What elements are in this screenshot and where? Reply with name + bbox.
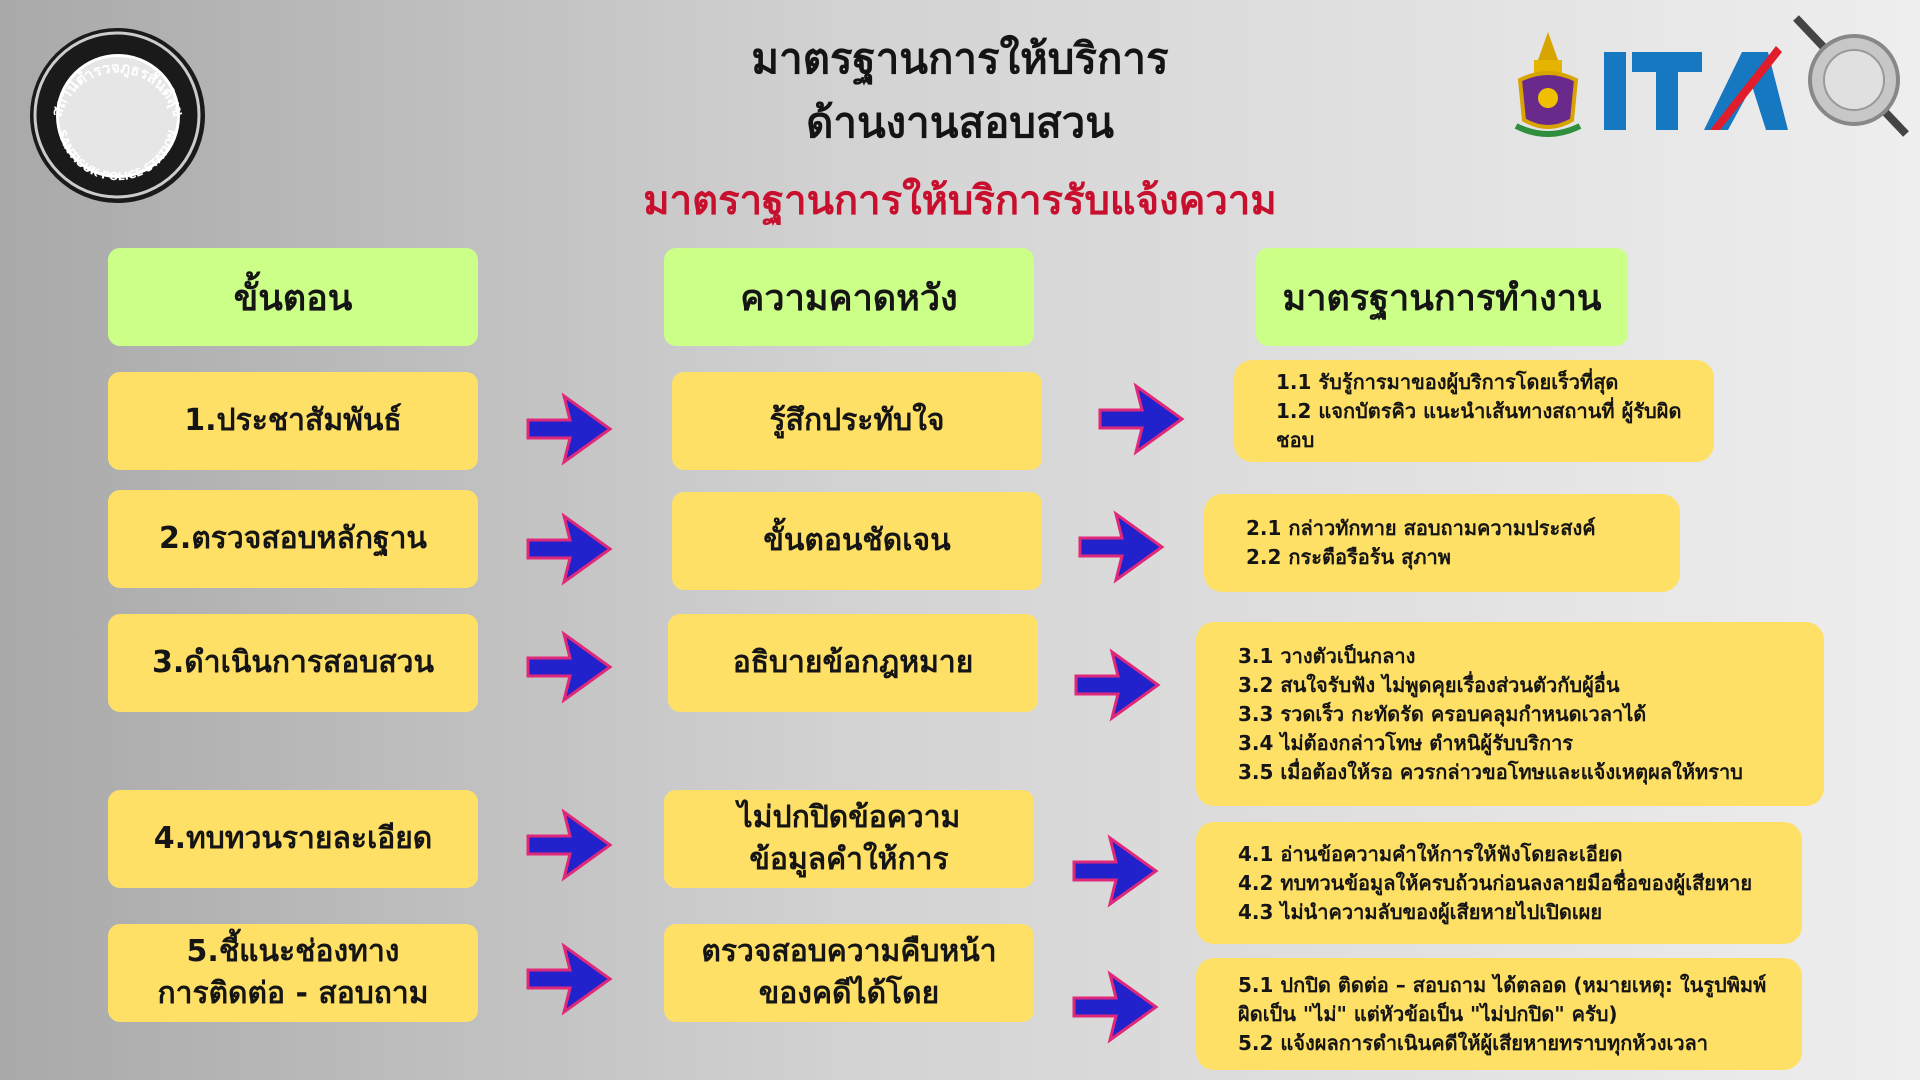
expectation-line: ไม่ปกปิดข้อความ [737, 800, 961, 835]
standard-box-5: 5.1 ปกปิด ติดต่อ – สอบถาม ได้ตลอด (หมายเ… [1196, 958, 1802, 1070]
standard-line: 1.2 แจกบัตรคิว แนะนำเส้นทางสถานที่ ผู้รั… [1276, 398, 1682, 452]
standard-box-4: 4.1 อ่านข้อความคำให้การให้ฟังโดยละเอียด … [1196, 822, 1802, 944]
arrow-right-icon [1072, 834, 1159, 908]
standard-line: 3.3 รวดเร็ว กะทัดรัด ครอบคลุมกำหนดเวลาได… [1238, 701, 1647, 726]
header-step: ขั้นตอน [108, 248, 478, 346]
arrow-right-icon [1074, 648, 1161, 722]
standard-box-3: 3.1 วางตัวเป็นกลาง 3.2 สนใจรับฟัง ไม่พูด… [1196, 622, 1824, 806]
standard-line: 2.1 กล่าวทักทาย สอบถามความประสงค์ [1246, 516, 1596, 540]
header-expectation: ความคาดหวัง [664, 248, 1034, 346]
step-line: 2.ตรวจสอบหลักฐาน [159, 521, 427, 556]
standard-line: 3.2 สนใจรับฟัง ไม่พูดคุยเรื่องส่วนตัวกับ… [1238, 672, 1620, 697]
expectation-line: รู้สึกประทับใจ [769, 403, 945, 438]
step-box-4: 4.ทบทวนรายละเอียด [108, 790, 478, 888]
expectation-box-5: ตรวจสอบความคืบหน้า ของคดีได้โดย [664, 924, 1034, 1022]
expectation-line: ขั้นตอนชัดเจน [763, 523, 951, 558]
standard-line: 5.1 ปกปิด ติดต่อ – สอบถาม ได้ตลอด (หมายเ… [1238, 972, 1767, 997]
expectation-line: อธิบายข้อกฎหมาย [732, 645, 974, 680]
expectation-line: ของคดีได้โดย [758, 976, 940, 1011]
step-line: การติดต่อ - สอบถาม [157, 976, 429, 1011]
standard-line: ผิดเป็น "ไม่" แต่หัวข้อเป็น "ไม่ปกปิด" ค… [1238, 1001, 1618, 1026]
expectation-line: ตรวจสอบความคืบหน้า [701, 934, 997, 969]
standard-box-2: 2.1 กล่าวทักทาย สอบถามความประสงค์ 2.2 กร… [1204, 494, 1680, 592]
standard-box-1: 1.1 รับรู้การมาของผู้บริการโดยเร็วที่สุด… [1234, 360, 1714, 462]
standard-line: 4.2 ทบทวนข้อมูลให้ครบถ้วนก่อนลงลายมือชื่… [1238, 870, 1753, 895]
arrow-right-icon [1078, 510, 1165, 584]
arrow-right-icon [526, 942, 613, 1016]
expectation-box-4: ไม่ปกปิดข้อความ ข้อมูลคำให้การ [664, 790, 1034, 888]
standard-line: 2.2 กระตือรือร้น สุภาพ [1246, 545, 1451, 569]
step-box-1: 1.ประชาสัมพันธ์ [108, 372, 478, 470]
arrow-right-icon [526, 512, 613, 586]
police-emblem-icon [55, 53, 180, 178]
arrow-right-icon [1072, 970, 1159, 1044]
title-line-1: มาตรฐานการให้บริการ [751, 34, 1169, 83]
logo-ring-text: สถานีตำรวจภูธรสันติสุข SANTISUK POLICE S… [33, 31, 201, 199]
arrow-right-icon [1098, 382, 1185, 456]
step-line: 1.ประชาสัมพันธ์ [184, 403, 402, 438]
step-box-5: 5.ชี้แนะช่องทาง การติดต่อ - สอบถาม [108, 924, 478, 1022]
standard-line: 3.5 เมื่อต้องให้รอ ควรกล่าวขอโทษและแจ้งเ… [1238, 759, 1743, 784]
expectation-line: ข้อมูลคำให้การ [749, 842, 949, 877]
step-line: 3.ดำเนินการสอบสวน [151, 645, 435, 680]
header-standard: มาตรฐานการทำงาน [1256, 248, 1628, 346]
subtitle: มาตราฐานการให้บริการรับแจ้งความ [643, 177, 1277, 224]
arrow-right-icon [526, 808, 613, 882]
expectation-box-2: ขั้นตอนชัดเจน [672, 492, 1042, 590]
ita-logo-graphic [1604, 46, 1788, 130]
standard-line: 1.1 รับรู้การมาของผู้บริการโดยเร็วที่สุด [1276, 369, 1619, 394]
step-line: 4.ทบทวนรายละเอียด [153, 821, 433, 856]
step-box-3: 3.ดำเนินการสอบสวน [108, 614, 478, 712]
garuda-emblem-icon [1514, 32, 1582, 137]
arrow-right-icon [526, 630, 613, 704]
expectation-box-3: อธิบายข้อกฎหมาย [668, 614, 1038, 712]
standard-line: 3.4 ไม่ต้องกล่าวโทษ ตำหนิผู้รับบริการ [1238, 730, 1574, 755]
ita-logo [1600, 42, 1792, 134]
standard-line: 4.1 อ่านข้อความคำให้การให้ฟังโดยละเอียด [1238, 841, 1623, 866]
step-box-2: 2.ตรวจสอบหลักฐาน [108, 490, 478, 588]
step-line: 5.ชี้แนะช่องทาง [186, 934, 400, 969]
police-badge-icon [1793, 15, 1909, 137]
expectation-box-1: รู้สึกประทับใจ [672, 372, 1042, 470]
police-station-logo: สถานีตำรวจภูธรสันติสุข SANTISUK POLICE S… [30, 28, 205, 203]
standard-line: 5.2 แจ้งผลการดำเนินคดีให้ผู้เสียหายทราบท… [1238, 1030, 1709, 1055]
arrow-right-icon [526, 392, 613, 466]
standard-line: 4.3 ไม่นำความลับของผู้เสียหายไปเปิดเผย [1238, 899, 1603, 924]
standard-line: 3.1 วางตัวเป็นกลาง [1238, 643, 1416, 668]
title-line-2: ด้านงานสอบสวน [806, 98, 1114, 147]
